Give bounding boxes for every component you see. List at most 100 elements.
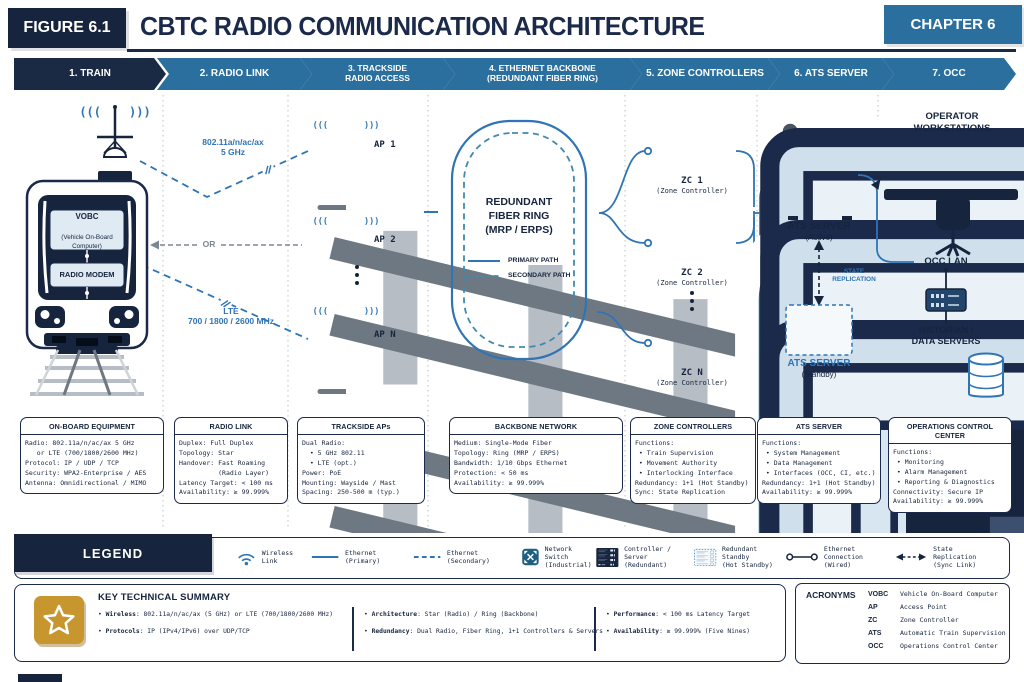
stage-chevron-train: 1. TRAIN — [14, 58, 166, 90]
summary-bullet: Performance: < 100 ms Latency Target — [606, 611, 776, 619]
stage-chevron-trackside: 3. TRACKSIDE RADIO ACCESS — [300, 58, 455, 90]
svg-text:))): ))) — [364, 217, 379, 227]
zc1-sublabel: (Zone Controller) — [656, 187, 728, 195]
legend-item-wireless: Wireless Link — [236, 548, 310, 566]
spec-box-radio-link: RADIO LINK Duplex: Full Duplex Topology:… — [174, 417, 288, 505]
lan-switch-icon — [925, 288, 967, 312]
figure-label-badge: FIGURE 6.1 — [8, 8, 126, 48]
spec-box-occ: OPERATIONS CONTROL CENTER Functions: • M… — [888, 417, 1012, 514]
state-replication-icon — [895, 553, 927, 561]
ap-ellipsis — [355, 265, 359, 285]
page-title: CBTC RADIO COMMUNICATION ARCHITECTURE — [140, 11, 705, 41]
stage-chevron-ats-server: 6. ATS SERVER — [768, 58, 894, 90]
occ-lan-links — [925, 267, 967, 324]
spec-title: ZONE CONTROLLERS — [631, 418, 755, 435]
spec-box-zone-controllers: ZONE CONTROLLERS Functions: • Train Supe… — [630, 417, 756, 505]
apn-label: AP N — [374, 330, 396, 340]
legend-item-text: Ethernet (Secondary) — [446, 548, 490, 565]
svg-text:(((: ((( — [79, 105, 101, 119]
spec-title: ON-BOARD EQUIPMENT — [21, 418, 163, 435]
train-icon: ((( ))) — [25, 105, 151, 396]
svg-text:))): ))) — [129, 105, 151, 119]
spec-title: TRACKSIDE APs — [298, 418, 424, 435]
lte-band-label: LTE 700 / 1800 / 2600 MHz — [187, 306, 274, 327]
legend-items: Wireless Link Ethernet (Primary) Etherne… — [226, 537, 1006, 577]
controller-server-icon — [596, 547, 619, 568]
spec-title: BACKBONE NETWORK — [450, 418, 622, 435]
ring-to-zc-lines — [596, 150, 646, 344]
legend-item-text: Ethernet Connection (Wired) — [823, 544, 863, 570]
train-track — [30, 349, 144, 396]
legend-item-text: Wireless Link — [261, 548, 294, 565]
stage-chevron-zone-controllers: 5. ZONE CONTROLLERS — [630, 58, 780, 90]
spec-body: Functions: • System Management • Data Ma… — [762, 439, 876, 497]
vobc-sublabel: (Vehicle On-Board Computer) — [61, 233, 113, 251]
svg-text:(((: ((( — [313, 307, 328, 317]
summary-box — [14, 584, 786, 662]
stage-chevron-radio-link: 2. RADIO LINK — [157, 58, 312, 90]
ats-standby-label: ATS SERVER — [787, 358, 851, 369]
summary-bullet: Redundancy: Dual Radio, Fiber Ring, 1+1 … — [364, 628, 603, 636]
legend-item-text: State Replication (Sync Link) — [933, 544, 977, 570]
ats-active-label: ATS SERVER — [787, 221, 851, 232]
redundant-standby-icon — [694, 548, 717, 566]
legend-item-text: Ethernet (Primary) — [345, 548, 381, 565]
ap2-label: AP 2 — [374, 235, 396, 245]
legend-label: LEGEND — [82, 545, 144, 561]
legend-item-text: Redundant Standby (Hot Standby) — [721, 544, 773, 570]
legend-item-secondary: Ethernet (Secondary) — [412, 549, 521, 565]
ap1-icon: ((( ))) — [313, 121, 910, 533]
spec-box-onboard: ON-BOARD EQUIPMENT Radio: 802.11a/n/ac/a… — [20, 417, 164, 495]
summary-bullet: Wireless: 802.11a/n/ac/ax (5 GHz) or LTE… — [98, 611, 348, 619]
zc2-label: ZC 2 — [681, 268, 703, 278]
operator-workstations-label: OPERATOR WORKSTATIONS — [913, 111, 991, 134]
ap1-label: AP 1 — [374, 140, 396, 150]
occ-lan-label: OCC LAN — [924, 256, 968, 267]
radio-link-lines — [139, 150, 309, 340]
summary-column-2: Architecture: Star (Radio) / Ring (Backb… — [364, 611, 603, 645]
stage-chevron-backbone: 4. ETHERNET BACKBONE (REDUNDANT FIBER RI… — [443, 58, 642, 90]
zone-controllers-icons — [643, 138, 1024, 533]
spec-title: ATS SERVER — [758, 418, 880, 435]
summary-divider — [594, 607, 596, 651]
svg-text:(((: ((( — [313, 217, 328, 227]
header-rule — [127, 49, 1016, 52]
trackside-access-points: ((( ))) ((( ))) ((( ))) — [313, 121, 1024, 533]
radio-modem-label: RADIO MODEM — [59, 270, 115, 279]
zcn-sublabel: (Zone Controller) — [656, 379, 728, 387]
legend-item-standby: Redundant Standby (Hot Standby) — [694, 545, 785, 569]
wireless-link-icon — [238, 553, 255, 566]
chapter-badge: CHAPTER 6 — [884, 5, 1022, 44]
legend-item-server: Controller / Server (Redundant) — [596, 545, 694, 569]
ats-standby-server-icon — [785, 304, 853, 356]
ats-active-sublabel: (Active) — [805, 233, 833, 242]
vobc-label-group: VOBC (Vehicle On-Board Computer) — [50, 212, 124, 251]
operator-workstations-icon — [884, 189, 1018, 257]
spec-body: Radio: 802.11a/n/ac/ax 5 GHz or LTE (700… — [25, 439, 147, 487]
summary-bullet: Architecture: Star (Radio) / Ring (Backb… — [364, 611, 590, 619]
zc2-sublabel: (Zone Controller) — [656, 279, 728, 287]
spec-box-ats-server: ATS SERVER Functions: • System Managemen… — [757, 417, 881, 505]
apn-icon: ((( ))) — [313, 307, 910, 533]
summary-divider — [352, 607, 354, 651]
ats-to-occ-line — [857, 174, 914, 263]
star-badge — [34, 596, 84, 644]
spec-title: OPERATIONS CONTROL CENTER — [889, 418, 1011, 444]
spec-body: Functions: • Train Supervision • Movemen… — [635, 439, 749, 497]
spec-box-backbone: BACKBONE NETWORK Medium: Single-Mode Fib… — [449, 417, 623, 495]
legend-item-wired: Ethernet Connection (Wired) — [785, 545, 894, 569]
svg-text:))): ))) — [364, 121, 379, 131]
legend-item-primary: Ethernet (Primary) — [310, 549, 412, 565]
figure-label: FIGURE 6.1 — [23, 19, 111, 36]
spec-body: Duplex: Full Duplex Topology: Star Hando… — [179, 439, 273, 497]
acronyms-box — [795, 583, 1010, 664]
wifi-band-label: 802.11a/n/ac/ax 5 GHz — [202, 137, 264, 158]
spec-body: Dual Radio: • 5 GHz 802.11 • LTE (opt.) … — [302, 439, 400, 497]
secondary-path-label: SECONDARY PATH — [508, 272, 571, 279]
summary-title: KEY TECHNICAL SUMMARY — [98, 592, 231, 603]
stage-chevron-occ: 7. OCC — [882, 58, 1016, 90]
